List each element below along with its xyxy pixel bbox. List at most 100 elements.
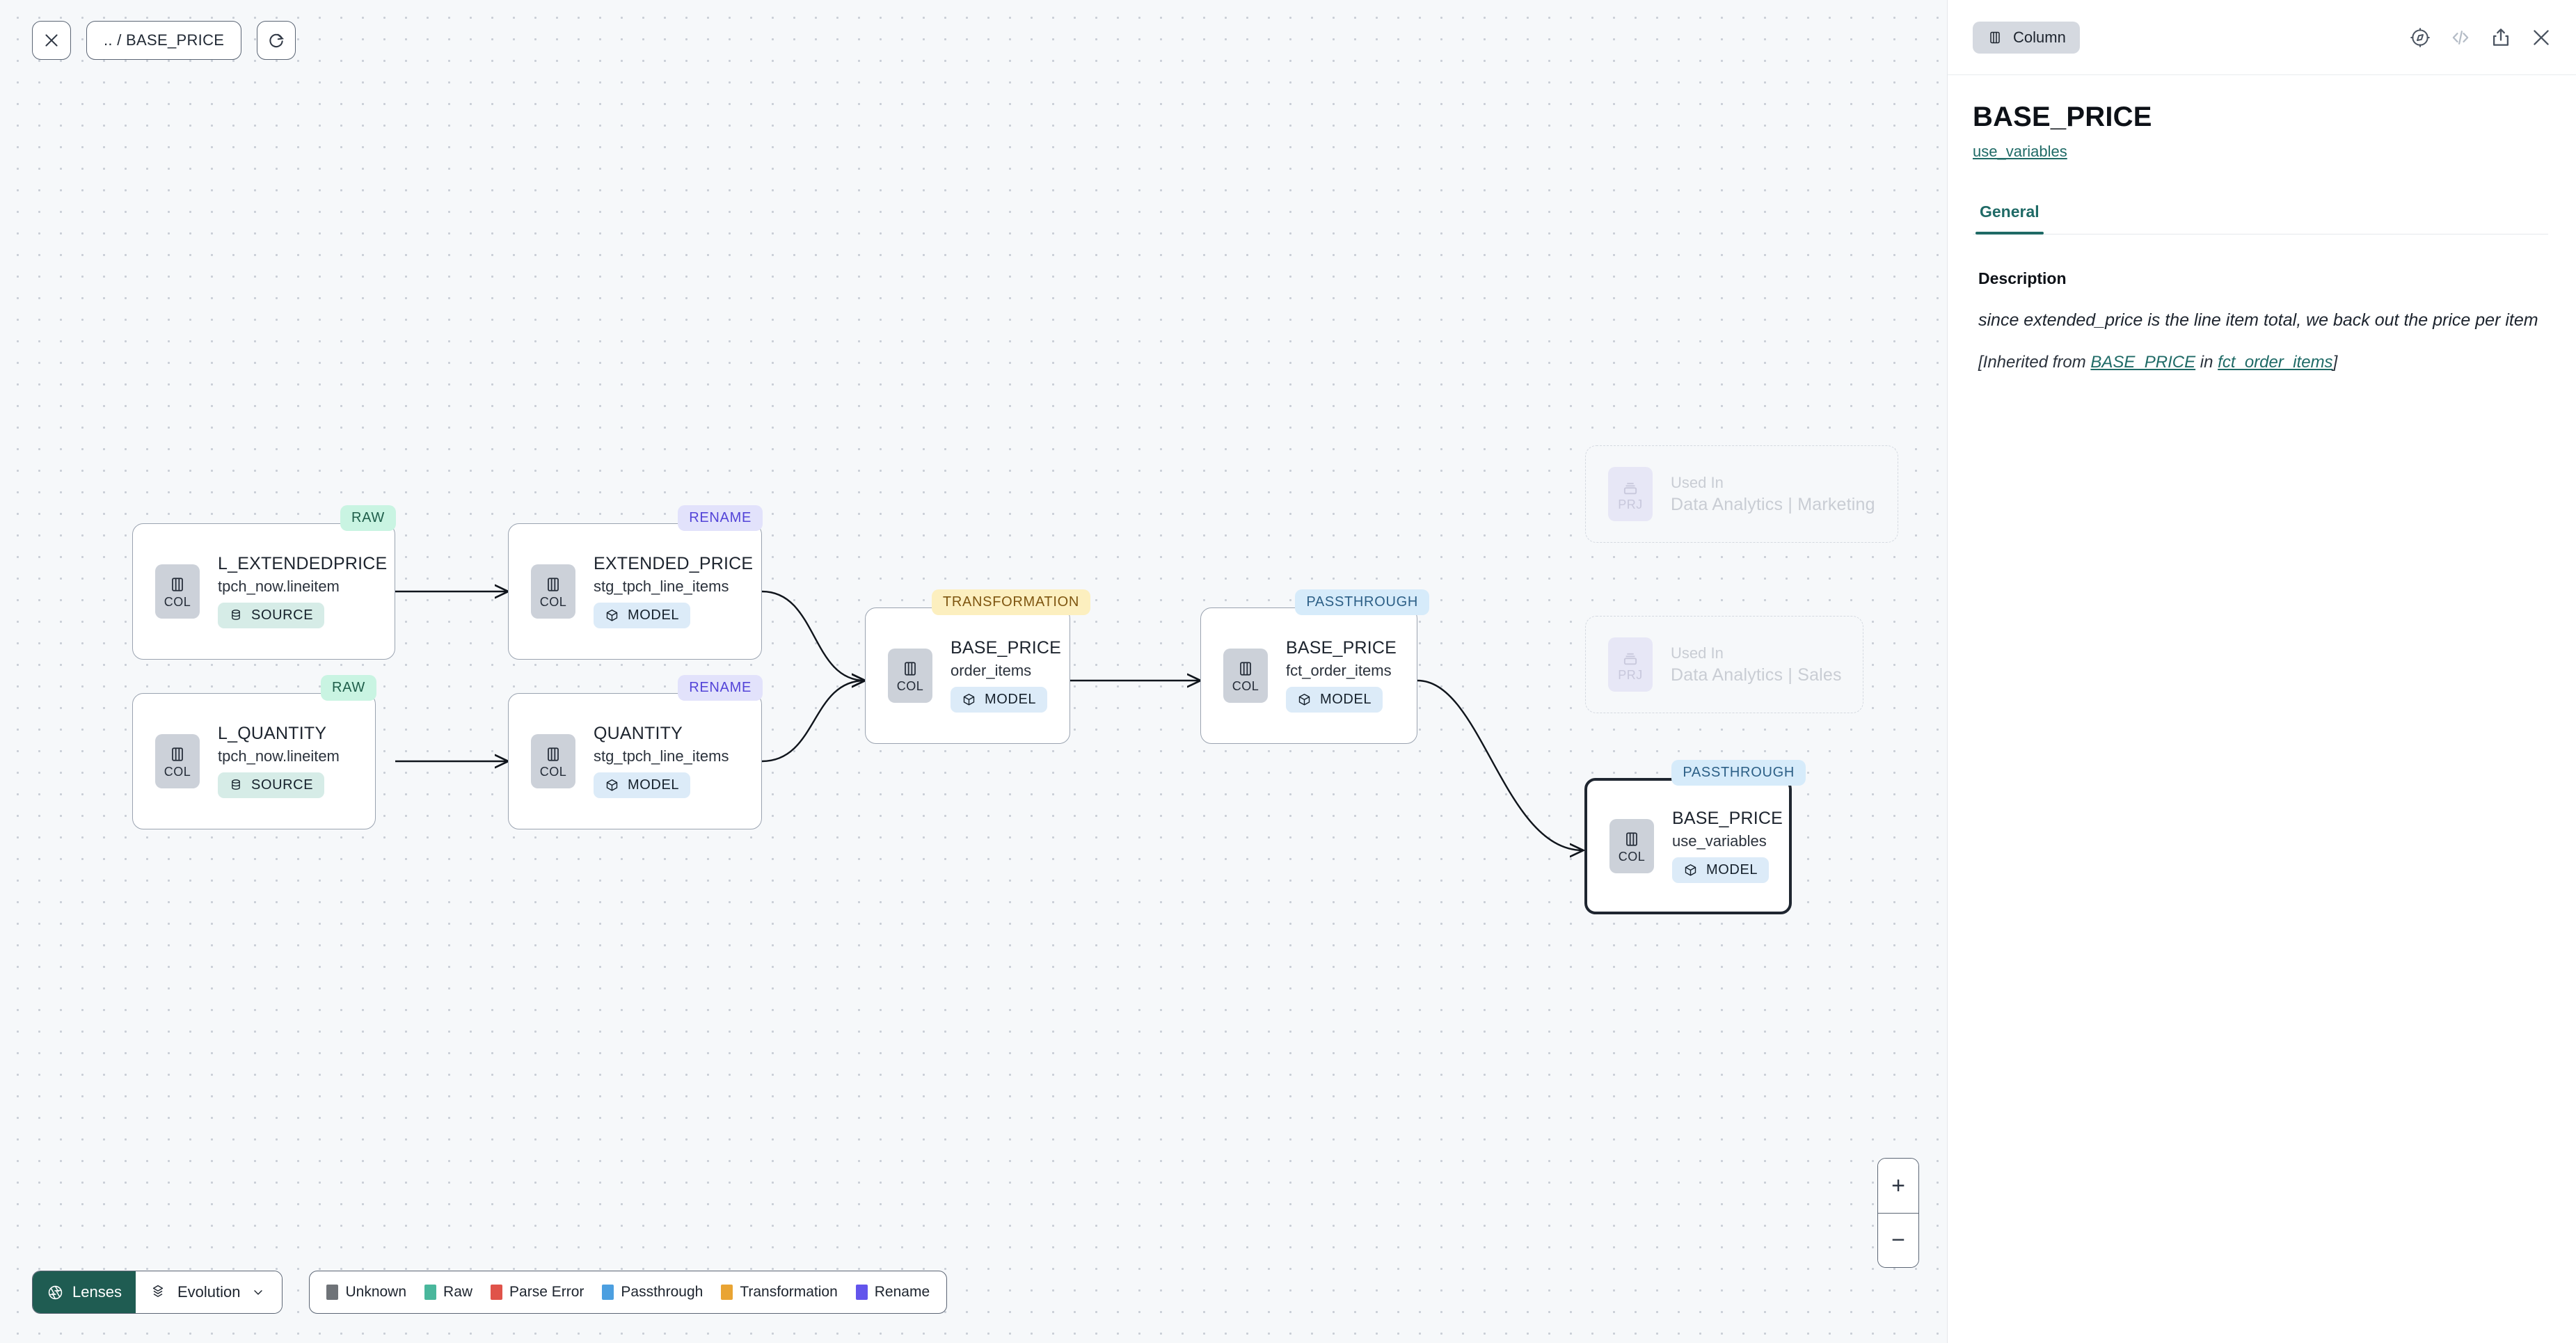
prj-chip: PRJ xyxy=(1608,467,1653,521)
node-subtitle: tpch_now.lineitem xyxy=(218,577,340,595)
lineage-canvas[interactable]: .. / BASE_PRICE PRJ Used In Data Analyti… xyxy=(0,0,1947,1343)
node-title: EXTENDED_PRICE xyxy=(594,554,754,574)
chip-label: COL xyxy=(164,765,191,779)
inherited-model-link[interactable]: fct_order_items xyxy=(2218,352,2333,372)
col-chip: COL xyxy=(1609,819,1654,873)
kind-label: MODEL xyxy=(1320,691,1372,707)
project-icon xyxy=(1623,482,1637,495)
legend-item-passthrough: Passthrough xyxy=(602,1284,703,1301)
legend-swatch xyxy=(602,1285,614,1300)
parent-model-link[interactable]: use_variables xyxy=(1973,143,2067,160)
node-kind-badge: MODEL xyxy=(1672,857,1770,883)
lineage-node-base-price-use-variables[interactable]: PASSTHROUGH COL BASE_PRICE use_variables… xyxy=(1584,760,1806,914)
details-panel: Column xyxy=(1947,0,2576,1343)
cube-icon xyxy=(1685,864,1696,876)
cube-icon xyxy=(606,609,618,621)
panel-header-actions xyxy=(2409,26,2552,49)
lineage-node-base-price-fct-order-items[interactable]: PASSTHROUGH COL BASE_PRICE fct_order_ite… xyxy=(1200,589,1429,744)
node-kind-badge: MODEL xyxy=(951,686,1048,713)
code-icon[interactable] xyxy=(2449,26,2472,49)
kind-label: SOURCE xyxy=(251,607,314,623)
column-icon xyxy=(172,578,183,591)
cube-icon xyxy=(963,693,975,706)
inherited-column-link[interactable]: BASE_PRICE xyxy=(2090,352,2196,372)
layers-icon xyxy=(152,1285,164,1297)
lineage-node-l-quantity[interactable]: RAW COL L_QUANTITY tpch_now.lineitem SOU… xyxy=(132,675,376,829)
column-icon xyxy=(1626,832,1637,846)
col-chip: COL xyxy=(531,564,575,619)
node-subtitle: order_items xyxy=(951,661,1032,679)
lineage-node-base-price-order-items[interactable]: TRANSFORMATION COL BASE_PRICE order_item… xyxy=(865,589,1090,744)
lineage-node-l-extendedprice[interactable]: RAW COL L_EXTENDEDPRICE tpch_now.lineite… xyxy=(132,505,396,660)
node-kind-badge: SOURCE xyxy=(218,602,325,628)
lenses-button[interactable]: Lenses xyxy=(33,1271,136,1313)
project-icon xyxy=(1623,653,1637,665)
entity-type-chip[interactable]: Column xyxy=(1973,21,2080,54)
node-type-tag: PASSTHROUGH xyxy=(1295,589,1429,615)
lineage-node-quantity[interactable]: RENAME COL QUANTITY stg_tpch_line_items … xyxy=(508,675,763,829)
col-chip: COL xyxy=(1223,649,1268,703)
node-title: QUANTITY xyxy=(594,724,683,744)
used-in-card-sales[interactable]: PRJ Used In Data Analytics | Sales xyxy=(1585,616,1863,713)
node-type-tag: RENAME xyxy=(678,675,763,701)
lenses-label: Lenses xyxy=(72,1283,122,1301)
prj-chip: PRJ xyxy=(1608,637,1653,692)
inherited-prefix: [Inherited from xyxy=(1978,352,2091,372)
used-in-card-marketing[interactable]: PRJ Used In Data Analytics | Marketing xyxy=(1585,445,1898,543)
tab-general[interactable]: General xyxy=(1975,198,2044,235)
col-chip: COL xyxy=(155,734,200,788)
node-body: QUANTITY stg_tpch_line_items MODEL xyxy=(594,724,729,798)
database-icon xyxy=(232,610,240,621)
close-lineage-button[interactable] xyxy=(32,21,71,60)
node-type-tag: RENAME xyxy=(678,505,763,531)
chip-label: COL xyxy=(1618,850,1646,864)
legend-swatch xyxy=(855,1285,868,1300)
legend-item-raw: Raw xyxy=(424,1284,472,1301)
ghost-node-body: Used In Data Analytics | Sales xyxy=(1671,645,1842,684)
aperture-icon xyxy=(48,1285,63,1299)
column-icon xyxy=(172,747,183,761)
legend-label: Raw xyxy=(443,1284,473,1300)
compass-icon[interactable] xyxy=(2409,26,2431,49)
lens-select[interactable]: Evolution xyxy=(135,1271,283,1313)
used-in-target: Data Analytics | Sales xyxy=(1671,665,1842,685)
node-title: BASE_PRICE xyxy=(1286,638,1397,658)
node-body: BASE_PRICE fct_order_items MODEL xyxy=(1286,638,1397,713)
description-label: Description xyxy=(1978,269,2067,287)
legend-label: Passthrough xyxy=(621,1284,703,1300)
legend-swatch xyxy=(326,1285,339,1300)
legend-item-rename: Rename xyxy=(855,1284,930,1301)
column-icon xyxy=(1990,31,2000,43)
share-icon[interactable] xyxy=(2490,26,2512,49)
panel-body: BASE_PRICE use_variables General xyxy=(1948,75,2576,235)
refresh-icon xyxy=(269,33,285,48)
kind-label: MODEL xyxy=(1706,861,1758,877)
legend-label: Unknown xyxy=(345,1284,407,1300)
used-in-label: Used In xyxy=(1671,644,1724,662)
column-icon xyxy=(548,747,559,761)
lineage-node-extended-price[interactable]: RENAME COL EXTENDED_PRICE stg_tpch_line_… xyxy=(508,505,763,660)
node-body: L_EXTENDEDPRICE tpch_now.lineitem SOURCE xyxy=(218,555,387,628)
page-title: BASE_PRICE xyxy=(1973,102,2152,132)
inherited-suffix: ] xyxy=(2332,352,2338,372)
chevron-down-icon xyxy=(254,1290,263,1295)
zoom-out-button[interactable]: − xyxy=(1878,1213,1918,1267)
column-icon xyxy=(1240,662,1251,676)
zoom-in-button[interactable]: + xyxy=(1878,1159,1918,1213)
panel-tabs: General xyxy=(1973,198,2548,235)
lineage-legend: Unknown Raw Parse Error Passthrough Tran… xyxy=(309,1271,948,1314)
close-icon[interactable] xyxy=(2530,26,2552,49)
node-kind-badge: SOURCE xyxy=(218,772,325,798)
chip-label: COL xyxy=(896,679,924,693)
node-title: L_QUANTITY xyxy=(218,724,327,744)
close-icon xyxy=(45,34,58,47)
refresh-button[interactable] xyxy=(257,21,296,60)
panel-header: Column xyxy=(1948,0,2576,75)
node-body: EXTENDED_PRICE stg_tpch_line_items MODEL xyxy=(594,555,753,628)
breadcrumb[interactable]: .. / BASE_PRICE xyxy=(86,21,242,60)
description-text: since extended_price is the line item to… xyxy=(1978,310,2538,330)
zoom-controls: + − xyxy=(1877,1158,1919,1268)
column-icon xyxy=(905,662,916,676)
inherited-middle: in xyxy=(2195,352,2218,372)
canvas-toolbar: .. / BASE_PRICE xyxy=(32,21,296,60)
